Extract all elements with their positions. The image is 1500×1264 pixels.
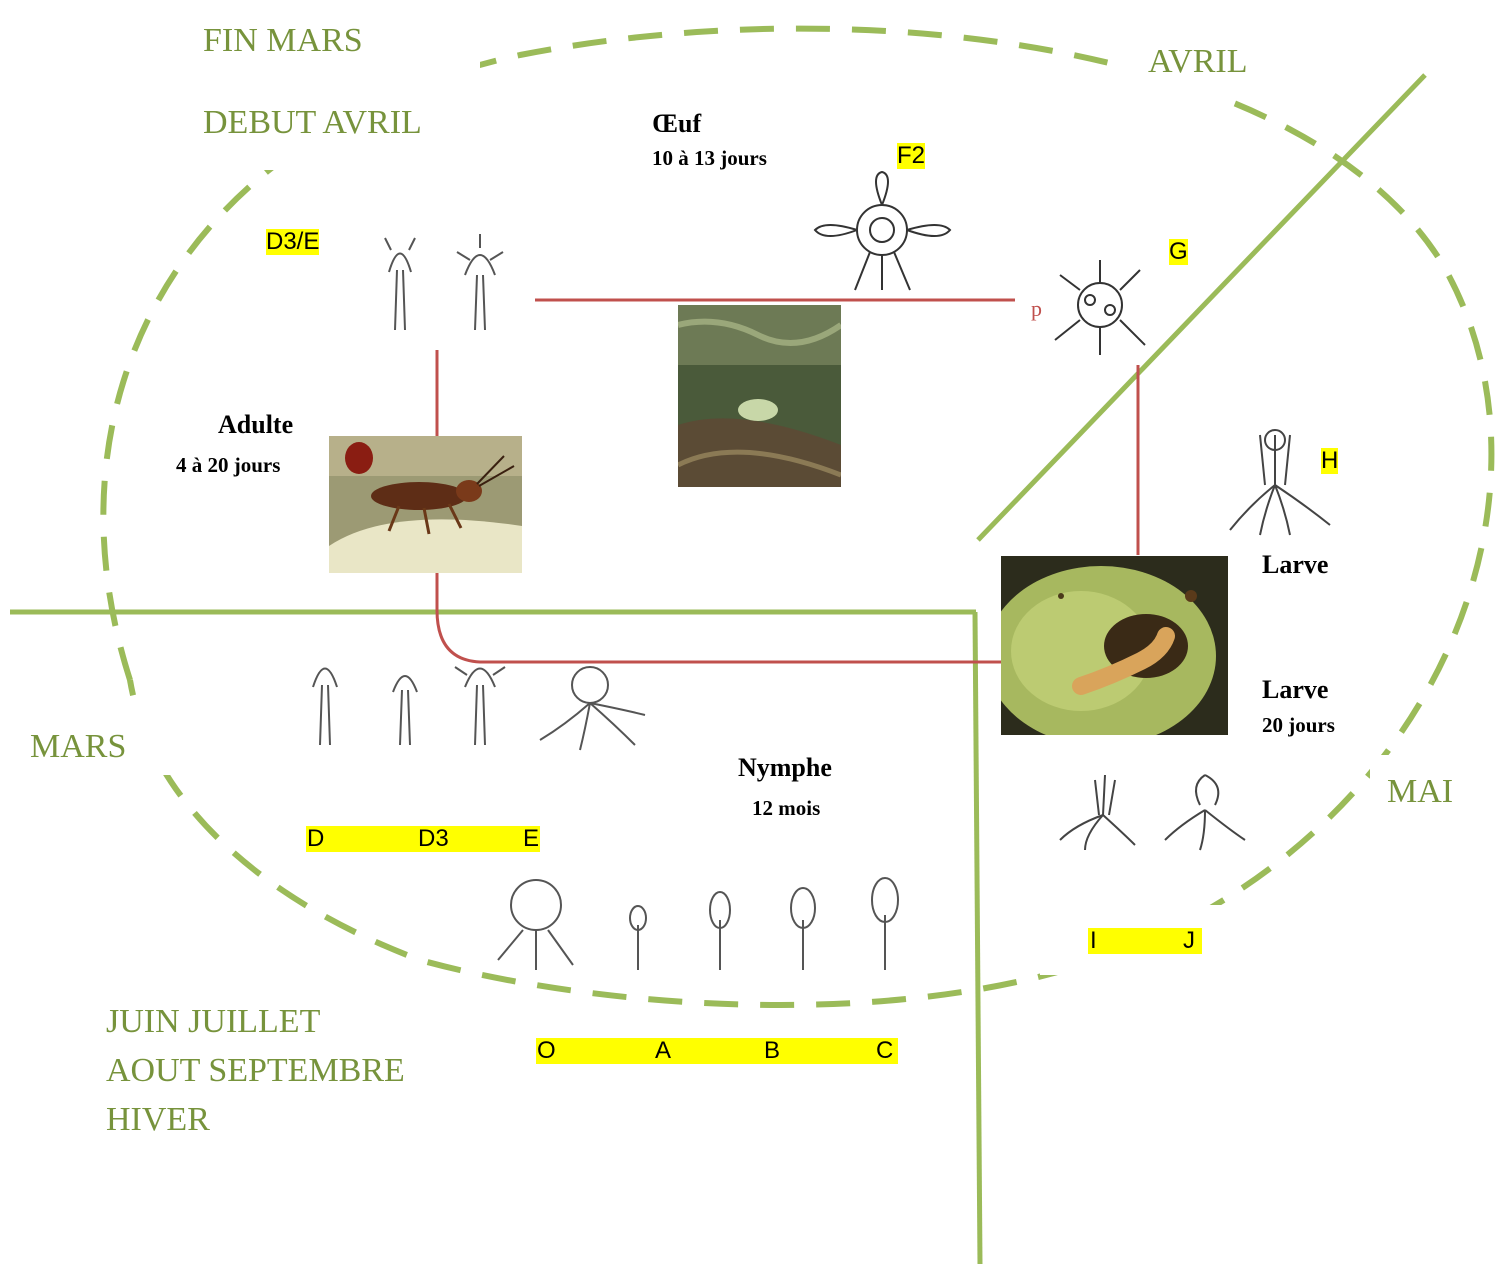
bud-sketch-o-a-b-c-row bbox=[488, 870, 943, 975]
stage-adulte-title: Adulte bbox=[218, 412, 293, 438]
month-avril: AVRIL bbox=[1148, 45, 1248, 79]
code-o: O bbox=[537, 1038, 556, 1064]
month-fin-mars: FIN MARS bbox=[203, 24, 363, 58]
code-d3: D3 bbox=[418, 826, 449, 852]
adult-sawfly-photo bbox=[329, 436, 522, 573]
egg-photo bbox=[678, 305, 841, 487]
stage-larve-top-title: Larve bbox=[1262, 552, 1328, 578]
code-b: B bbox=[764, 1038, 780, 1064]
bud-sketch-i-j bbox=[1055, 765, 1255, 855]
stage-nymphe-duration: 12 mois bbox=[752, 798, 820, 819]
code-c: C bbox=[876, 1038, 893, 1064]
stage-larve-duration: 20 jours bbox=[1262, 715, 1335, 736]
code-a: A bbox=[655, 1038, 671, 1064]
bud-sketch-d3-e bbox=[375, 230, 525, 340]
code-f2: F2 bbox=[897, 143, 925, 169]
divider-vertical bbox=[975, 612, 980, 1264]
month-debut-avril: DEBUT AVRIL bbox=[203, 106, 422, 140]
code-j: J bbox=[1183, 928, 1195, 954]
month-juin-juillet: JUIN JUILLET bbox=[106, 1005, 320, 1039]
code-row-d-d3-e: D D3 E bbox=[306, 826, 540, 852]
bud-sketch-d-d3-e-row bbox=[285, 645, 670, 755]
code-row-o-a-b-c: O A B C bbox=[536, 1038, 898, 1064]
code-g: G bbox=[1169, 239, 1188, 265]
code-e: E bbox=[523, 826, 539, 852]
bud-sketch-f2 bbox=[810, 170, 955, 295]
code-d3e: D3/E bbox=[266, 229, 319, 255]
stage-oeuf-duration: 10 à 13 jours bbox=[652, 148, 767, 169]
stage-adulte-duration: 4 à 20 jours bbox=[176, 455, 280, 476]
code-i: I bbox=[1090, 928, 1097, 954]
code-d: D bbox=[307, 826, 324, 852]
month-hiver: HIVER bbox=[106, 1103, 210, 1137]
bud-sketch-h bbox=[1220, 425, 1340, 540]
stage-oeuf-title: Œuf bbox=[652, 111, 701, 137]
larva-apple-photo bbox=[1001, 556, 1228, 735]
stage-nymphe-title: Nymphe bbox=[738, 755, 832, 781]
month-aout-septembre: AOUT SEPTEMBRE bbox=[106, 1054, 405, 1088]
code-row-i-j: I J bbox=[1088, 928, 1202, 954]
bud-sketch-g bbox=[1040, 255, 1160, 360]
month-mai: MAI bbox=[1387, 775, 1453, 809]
month-mars: MARS bbox=[30, 730, 126, 764]
stage-larve-title: Larve bbox=[1262, 677, 1328, 703]
